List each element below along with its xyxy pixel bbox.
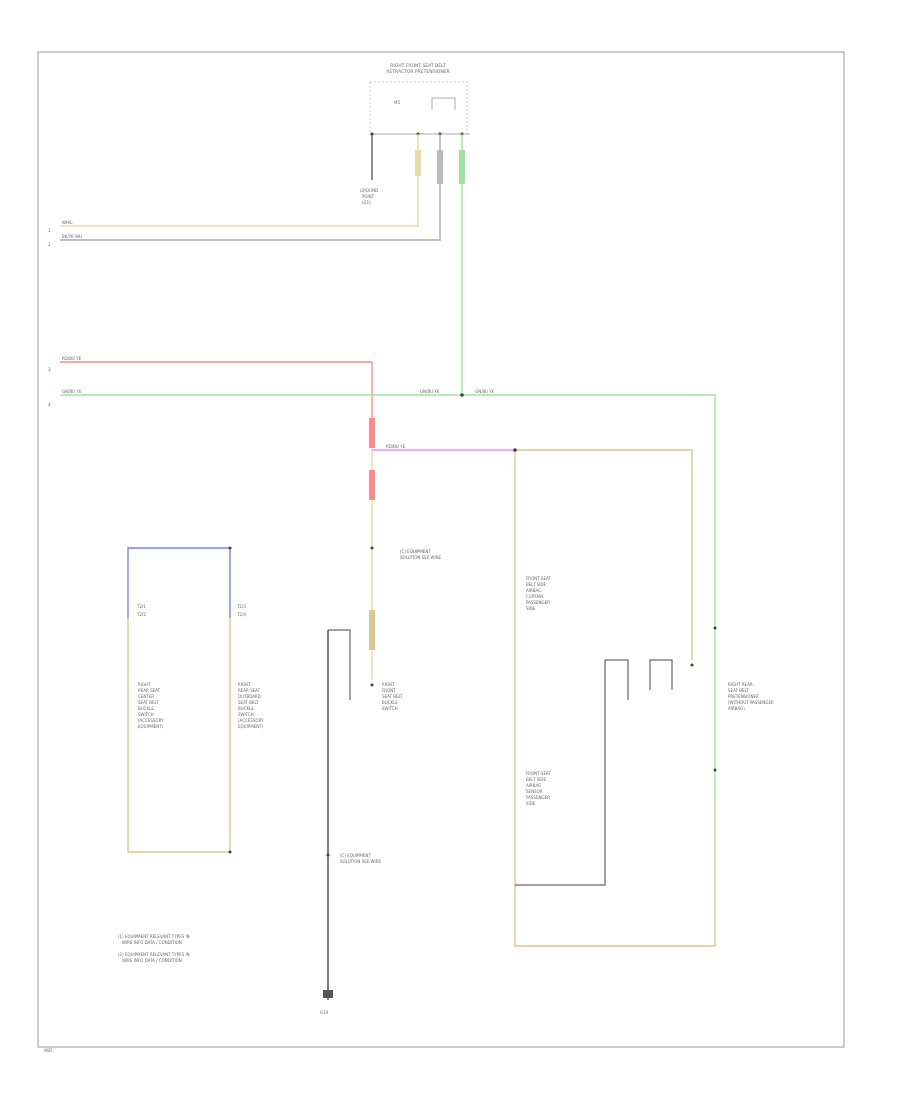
left-seat-b-4: SEAT BELT: [238, 700, 259, 705]
grounding-note-1: GROUND: [360, 188, 378, 193]
left-seat-b-1: RIGHT: [238, 682, 251, 687]
left-wire-num-3: 3: [48, 367, 51, 372]
top-component-box: [369, 81, 468, 135]
left-seat-a-3: CENTER: [138, 694, 154, 699]
green-label-2: GN/BU YE: [475, 389, 495, 394]
wire-yellow-top: [60, 134, 419, 227]
footnote-1: (1) EQUIPMENT RELEVANT TYPES IN: [118, 934, 190, 939]
wire-right-loop: [515, 449, 693, 660]
left-seat-a-8: EQUIPMENT): [138, 724, 164, 729]
left-seat-a-6: SWITCH: [138, 712, 154, 717]
center-component-3: SEAT BELT: [382, 694, 403, 699]
left-wire-label-2: BK/YE WH: [62, 234, 82, 239]
conn-mid-label-2: SOLUTION SEE WIRE: [400, 555, 441, 560]
right-comp-upper-5: PASSENGER: [526, 600, 550, 605]
far-right-component-4: (WITHOUT PASSENGER: [728, 700, 774, 705]
left-seat-a-2: REAR SEAT: [138, 688, 161, 693]
pink-wire-label: RD/BU YE: [386, 444, 406, 449]
left-wire-label-3: RD/BU YE: [62, 356, 82, 361]
grounding-note-3: (G1): [362, 200, 371, 205]
conn-low-label-1: (C) EQUIPMENT: [340, 853, 371, 858]
center-component-5: SWITCH: [382, 706, 398, 711]
left-seat-b-2: REAR SEAT: [238, 688, 261, 693]
right-comp-lower-3: AIRBAG: [526, 783, 541, 788]
left-wire-num-2: 2: [48, 242, 51, 247]
right-comp-lower-1: FRONT SEAT: [526, 771, 551, 776]
conn-low-label-2: SOLUTION SEE WIRE: [340, 859, 381, 864]
grounding-note-2: POINT: [362, 194, 375, 199]
right-comp-lower-4: SENSOR: [526, 789, 543, 794]
footnote-3: (2) EQUIPMENT RELEVANT TYPES IN: [118, 952, 190, 957]
page-reference: W/D: [44, 1048, 52, 1053]
footnote-4: WIRE INFO DATA / CONDITION: [122, 958, 182, 963]
diagram-frame: [37, 51, 845, 1048]
center-component-2: FRONT: [382, 688, 396, 693]
wire-blue: [127, 547, 231, 618]
wire-left-bottom: [127, 618, 231, 853]
right-comp-upper-4: CURTAIN: [526, 594, 543, 599]
center-component-4: BUCKLE: [382, 700, 398, 705]
wire-red: [60, 361, 373, 420]
pin-label-3: T2/3: [236, 604, 246, 609]
left-wire-num-1: 1: [48, 228, 51, 233]
left-seat-a-4: SEAT BELT: [138, 700, 159, 705]
left-wire-num-4: 4: [48, 402, 51, 407]
left-seat-b-7: (ACCESSORY: [238, 718, 264, 723]
far-right-component-3: PRETENSIONER: [728, 694, 759, 699]
left-seat-a-5: BUCKLE: [138, 706, 154, 711]
top-module-code: M5: [394, 100, 400, 105]
left-seat-a-7: (ACCESSORY: [138, 718, 164, 723]
left-seat-b-8: EQUIPMENT): [238, 724, 264, 729]
right-comp-upper-3: AIRBAG: [526, 588, 541, 593]
top-component-title-2: RETRACTOR PRETENSIONER: [386, 69, 449, 75]
left-wire-label-4: GN/BU YE: [62, 389, 82, 394]
green-label-1: GN/BU YE: [420, 389, 440, 394]
wire-gray-top: [60, 134, 441, 241]
pin-label-4: T2/4: [236, 612, 246, 617]
center-component-1: RIGHT: [382, 682, 395, 687]
right-comp-lower-2: BELT SIDE: [526, 777, 546, 782]
far-right-component-2: SEAT BELT: [728, 688, 749, 693]
right-comp-upper-6: SIDE: [526, 606, 536, 611]
ground-label: G10: [320, 1010, 329, 1015]
right-comp-lower-5: PASSENGER: [526, 795, 550, 800]
right-comp-lower-6: SIDE: [526, 801, 536, 806]
conn-mid-label-1: (C) EQUIPMENT: [400, 549, 431, 554]
left-seat-b-3: OUTBOARD: [238, 694, 261, 699]
pin-label-1: T2/1: [136, 604, 146, 609]
left-seat-b-6: SWITCH: [238, 712, 254, 717]
top-component-title-1: RIGHT FRONT SEAT BELT: [390, 63, 446, 69]
pin-label-2: T2/2: [136, 612, 146, 617]
far-right-component-1: RIGHT REAR: [728, 682, 753, 687]
right-comp-upper-2: BELT SIDE: [526, 582, 546, 587]
left-seat-b-5: BUCKLE: [238, 706, 254, 711]
far-right-component-5: AIRBAG): [728, 706, 745, 711]
left-wire-label-1: WH/L: [62, 220, 73, 225]
left-seat-a-1: RIGHT: [138, 682, 151, 687]
footnote-2: WIRE INFO DATA / CONDITION: [122, 940, 182, 945]
wire-green-horizontal: [60, 394, 716, 800]
right-comp-upper-1: FRONT SEAT: [526, 576, 551, 581]
wire-right-vertical: [514, 450, 716, 947]
